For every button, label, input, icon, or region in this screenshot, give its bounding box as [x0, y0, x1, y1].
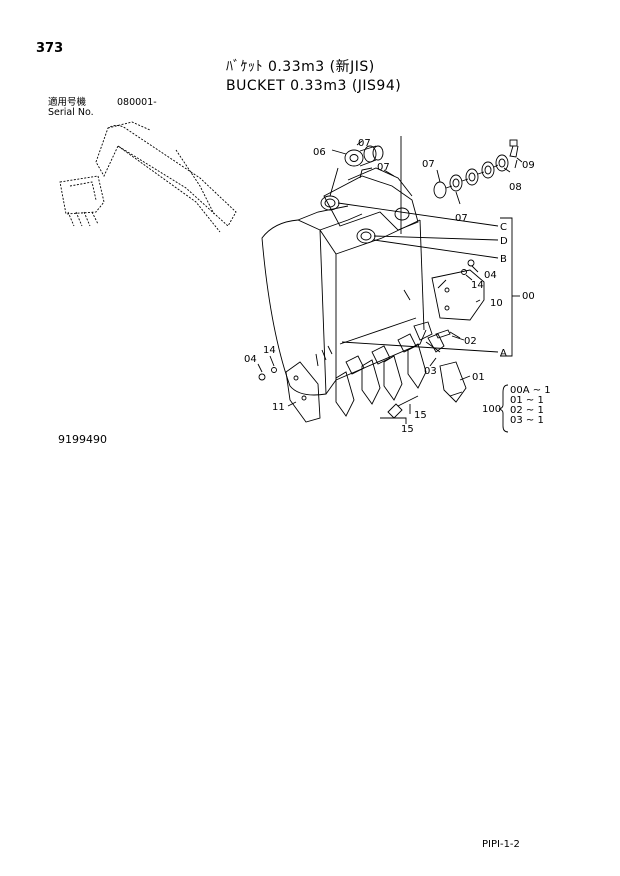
callout-02: 02	[464, 336, 477, 347]
callout-09: 09	[522, 160, 535, 171]
callout-01: 01	[472, 372, 485, 383]
callout-07: 07	[422, 159, 435, 170]
callout-15: 15	[401, 424, 414, 435]
quantity-table: 100 00A ~ 1 01 ~ 1 02 ~ 1 03 ~ 1	[482, 385, 551, 426]
callout-07: 07	[358, 138, 371, 149]
callout-letter-c: C	[500, 222, 507, 233]
callout-07: 07	[455, 213, 468, 224]
washer-stack-right	[433, 154, 509, 199]
serial-label-english: Serial No.	[48, 107, 94, 118]
callout-letter-d: D	[500, 236, 508, 247]
bucket-ears	[320, 167, 419, 244]
pin-02	[435, 329, 461, 339]
bolt-15	[380, 395, 419, 424]
callout-04: 04	[484, 270, 497, 281]
quantity-row: 02 ~ 1	[510, 405, 544, 416]
title-japanese: ﾊﾞｹｯﾄ 0.33m3 (新JIS)	[226, 59, 375, 75]
quantity-group: 100	[482, 404, 501, 415]
teeth-row	[335, 321, 467, 417]
callout-00: 00	[522, 291, 535, 302]
side-cutter-right	[431, 259, 485, 321]
callout-08: 08	[509, 182, 522, 193]
page-reference: PIPI-1-2	[482, 839, 520, 850]
callout-letter-b: B	[500, 254, 507, 265]
quantity-row: 00A ~ 1	[510, 385, 551, 396]
serial-label-japanese: 適用号機	[48, 97, 87, 108]
callout-10: 10	[490, 298, 503, 309]
page-number: 373	[36, 41, 64, 56]
title-english: BUCKET 0.33m3 (JIS94)	[226, 78, 402, 94]
quantity-brace	[498, 384, 509, 433]
callout-letter-a: A	[500, 348, 507, 359]
callout-03: 03	[424, 366, 437, 377]
callout-14: 14	[263, 345, 276, 356]
group-bracket-00	[500, 217, 520, 357]
callout-leaders	[257, 149, 518, 407]
callout-15: 15	[414, 410, 427, 421]
pin-washer-set-top	[344, 140, 384, 167]
side-cutter-left	[258, 361, 321, 423]
callout-14: 14	[471, 280, 484, 291]
callout-07: 07	[377, 162, 390, 173]
quantity-row: 01 ~ 1	[510, 395, 544, 406]
machine-thumbnail	[59, 121, 237, 233]
callout-06: 06	[313, 147, 326, 158]
serial-number-value: 080001-	[117, 97, 157, 108]
bucket-shell	[261, 205, 427, 396]
callout-04: 04	[244, 354, 257, 365]
part-code: 9199490	[58, 433, 107, 446]
quantity-row: 03 ~ 1	[510, 415, 544, 426]
callout-11: 11	[272, 402, 285, 413]
leader-lines	[329, 136, 499, 353]
bolt-09	[509, 139, 523, 163]
callout-labels: 07 06 07 07 07 09 08 C D B 04 14 00 10 0…	[244, 138, 535, 435]
